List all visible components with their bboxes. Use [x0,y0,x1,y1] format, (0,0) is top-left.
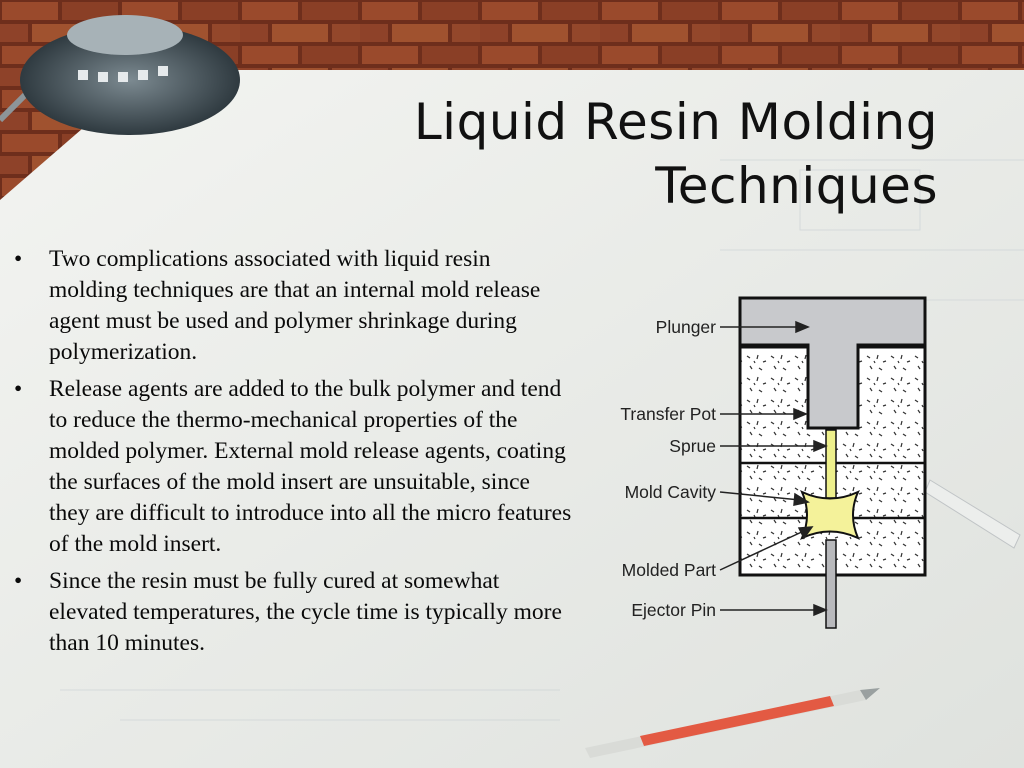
bullet-icon: • [14,376,23,402]
bullet-text: Since the resin must be fully cured at s… [49,568,562,656]
label-sprue: Sprue [669,436,716,456]
bullet-item: • Release agents are added to the bulk p… [14,374,574,560]
bullet-list: • Two complications associated with liqu… [14,244,574,665]
bullet-icon: • [14,246,23,272]
label-molded-part: Molded Part [622,560,716,580]
slide-title-line2: Techniques [655,157,938,215]
transfer-molding-diagram: Plunger Transfer Pot Sprue Mold Cavity M… [620,296,927,629]
bullet-item: • Two complications associated with liqu… [14,244,574,368]
pen-illustration [924,479,1021,549]
ejector-pin-shape [825,539,837,629]
bullet-icon: • [14,568,23,594]
label-transfer-pot: Transfer Pot [620,404,716,424]
label-plunger: Plunger [656,317,716,337]
plunger-shape [738,296,927,430]
bullet-text: Release agents are added to the bulk pol… [49,376,572,557]
bullet-text: Two complications associated with liquid… [49,246,541,365]
pencil-illustration [585,688,880,758]
label-ejector-pin: Ejector Pin [631,600,716,620]
desk-lamp-illustration [0,15,240,135]
sprue-shape [825,429,837,499]
label-mold-cavity: Mold Cavity [625,482,717,502]
slide-title-line1: Liquid Resin Molding [413,93,938,151]
slide-title: Liquid Resin Molding Techniques [298,90,938,218]
molded-part-shape [800,489,860,541]
bullet-item: • Since the resin must be fully cured at… [14,566,574,659]
